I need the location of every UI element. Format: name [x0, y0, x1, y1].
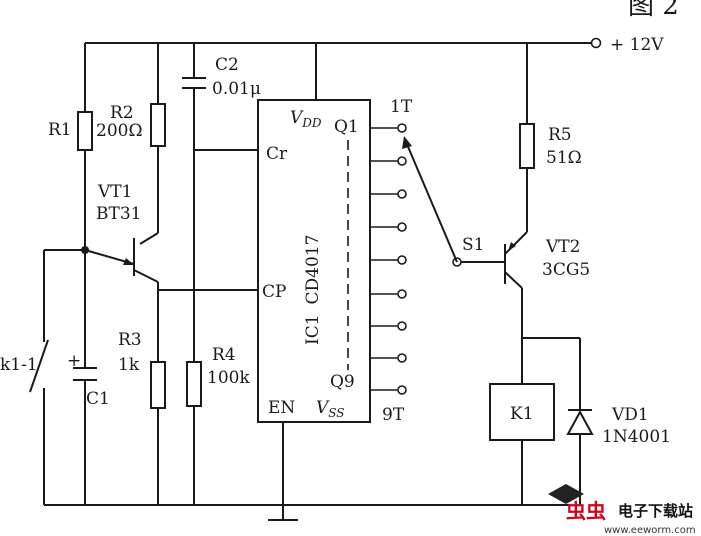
- r2-label: R2: [110, 103, 134, 123]
- ic-q1-pin: Q1: [334, 117, 359, 137]
- r5-value: 51Ω: [546, 148, 582, 168]
- vt1-part: BT31: [96, 204, 141, 224]
- c2-value: 0.01μ: [212, 79, 261, 99]
- tap-1t-label: 1T: [390, 97, 413, 117]
- transistor-vt1: VT1 BT31: [84, 182, 159, 362]
- ic-title: IC1CD4017: [303, 235, 323, 345]
- figure-caption-fragment: 图 2: [628, 0, 679, 21]
- vt2-part: 3CG5: [542, 260, 590, 280]
- vt1-label: VT1: [97, 182, 132, 202]
- output-taps: 1T 9T: [370, 97, 413, 425]
- vd1-part: 1N4001: [602, 427, 671, 447]
- r4-label: R4: [212, 345, 236, 365]
- ground-rail: [44, 504, 570, 521]
- supply-terminal: [590, 37, 602, 49]
- ic-cp-pin: CP: [262, 282, 286, 302]
- supply-rail: + 12V: [85, 35, 664, 55]
- resistor-r3: R3 1k: [118, 330, 166, 505]
- vt2-label: VT2: [545, 237, 580, 257]
- ic-cr-pin: Cr: [266, 144, 288, 164]
- tap-9t-label: 9T: [382, 405, 405, 425]
- selector-switch-s1: S1: [402, 136, 505, 267]
- relay-k1: K1: [489, 337, 580, 505]
- transistor-vt2: VT2 3CG5: [504, 231, 590, 338]
- resistor-r4: R4 100k: [186, 345, 250, 505]
- ic1-cd4017: VDD Q1 Cr CP Q9 EN VSS IC1CD4017: [257, 43, 371, 505]
- s1-label: S1: [462, 235, 484, 255]
- c1-label: C1: [86, 389, 110, 409]
- ic-q9-pin: Q9: [330, 372, 355, 392]
- resistor-r1: R1: [48, 43, 93, 250]
- r4-value: 100k: [207, 368, 250, 388]
- watermark-brand: 电子下载站: [618, 502, 693, 520]
- switch-k1-1: k1-1: [0, 249, 85, 505]
- r1-label: R1: [48, 120, 72, 140]
- supply-label: + 12V: [610, 35, 664, 55]
- c2-label: C2: [215, 55, 239, 75]
- watermark: 虫虫 电子下载站 www.eeworm.com: [548, 484, 696, 536]
- ic-en-pin: EN: [268, 398, 295, 418]
- resistor-r2: R2 200Ω: [96, 43, 166, 245]
- vd1-label: VD1: [611, 405, 649, 425]
- capacitor-c2: C2 0.01μ: [182, 43, 261, 362]
- k1-label: K1: [510, 404, 534, 424]
- ic-vdd-pin: VDD: [290, 108, 322, 130]
- capacitor-c1: + C1: [67, 250, 110, 505]
- diode-vd1: VD1 1N4001: [566, 338, 671, 505]
- switch-k1-1-label: k1-1: [0, 355, 38, 375]
- ic-vss-pin: VSS: [316, 398, 345, 420]
- watermark-url: www.eeworm.com: [604, 525, 696, 536]
- resistor-r5: R5 51Ω: [519, 43, 582, 232]
- graduation-cap-icon: [548, 484, 584, 504]
- r3-value: 1k: [118, 355, 140, 375]
- c1-polarity: +: [67, 351, 81, 371]
- r5-label: R5: [548, 125, 572, 145]
- r3-label: R3: [118, 330, 142, 350]
- watermark-logo: 虫虫: [566, 499, 606, 523]
- r2-value: 200Ω: [96, 121, 143, 141]
